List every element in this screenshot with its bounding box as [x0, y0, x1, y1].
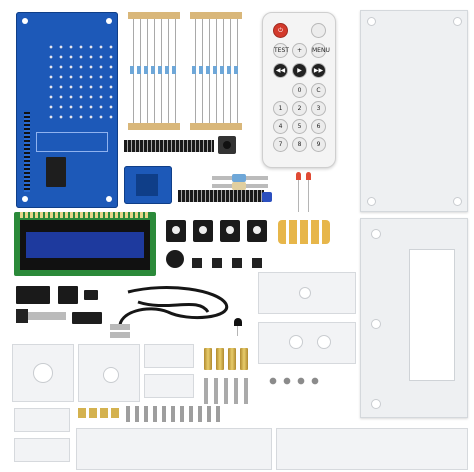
key-0: 0 [292, 83, 307, 98]
brass-standoff [228, 348, 236, 370]
brass-standoff [216, 348, 224, 370]
audio-jack [193, 220, 213, 242]
pcb-pads [46, 42, 116, 122]
acrylic-clip [14, 438, 70, 462]
resistor-bodies [192, 66, 240, 74]
pcb-corner-hole [22, 18, 28, 24]
acrylic-bottom-plate [76, 428, 272, 470]
pcb-chip [46, 157, 66, 187]
key-3: 3 [311, 101, 326, 116]
resistor-bodies [130, 66, 178, 74]
acrylic-speaker-part [78, 344, 140, 402]
ir-receiver [16, 309, 66, 323]
resistor-strip-left [128, 12, 180, 130]
key-5: 5 [292, 119, 307, 134]
menu-label-button: MENU [311, 43, 330, 58]
small-switch [232, 258, 242, 268]
potentiometer-icon [262, 192, 272, 202]
aux-cable [110, 286, 229, 338]
small-switch [252, 258, 262, 268]
plus-button: + [292, 43, 307, 58]
ic-socket [16, 286, 50, 304]
pcb-header-row [24, 112, 30, 192]
pcb-corner-hole [22, 196, 28, 202]
led-red [306, 172, 311, 212]
brass-nuts-row [78, 408, 122, 418]
pin-header [124, 140, 214, 152]
led-red [296, 172, 301, 212]
key-8: 8 [292, 137, 307, 152]
key-6: 6 [311, 119, 326, 134]
forward-icon: ▶▶ [311, 63, 326, 78]
pcb-corner-hole [106, 196, 112, 202]
lcd-window [409, 249, 455, 381]
ir-remote: ⏻ TEST + MENU ◀◀ ▶ ▶▶ 0 C 1 2 3 4 5 6 7 … [262, 12, 336, 168]
acrylic-top-bracket [258, 272, 356, 314]
single-resistor [212, 174, 268, 182]
key-4: 4 [273, 119, 288, 134]
key-c: C [311, 83, 326, 98]
push-button-icon [218, 136, 236, 154]
capacitors [278, 220, 330, 244]
key-9: 9 [311, 137, 326, 152]
audio-jack [220, 220, 240, 242]
audio-jack [166, 220, 186, 242]
ic-chip [72, 312, 102, 324]
key-2: 2 [292, 101, 307, 116]
menu-button [311, 23, 326, 38]
long-pin-header [178, 190, 264, 202]
main-pcb [16, 12, 118, 208]
audio-jack [247, 220, 267, 242]
pcb-lcd-outline [36, 132, 108, 152]
small-switch [192, 258, 202, 268]
acrylic-jack-panel [258, 322, 356, 364]
screws-row [126, 406, 220, 422]
acrylic-front-panel [360, 218, 468, 418]
power-button-icon: ⏻ [273, 23, 288, 38]
test-button: TEST [273, 43, 289, 58]
pcb-corner-hole [106, 18, 112, 24]
acrylic-clip [14, 408, 70, 432]
lcd-screen [26, 232, 144, 258]
small-pcb [124, 166, 172, 204]
single-resistor [212, 182, 268, 190]
screws [204, 378, 250, 404]
brass-standoff [240, 348, 248, 370]
acrylic-back-panel [360, 10, 468, 212]
lcd-module [14, 212, 156, 276]
key-7: 7 [273, 137, 288, 152]
small-switch [212, 258, 222, 268]
acrylic-bottom-plate [276, 428, 468, 470]
resistor-strip-right [190, 12, 242, 130]
key-1: 1 [273, 101, 288, 116]
acrylic-small-bracket [144, 344, 194, 368]
rewind-icon: ◀◀ [273, 63, 288, 78]
ic-socket [58, 286, 78, 304]
acrylic-small-bracket [144, 374, 194, 398]
transistor [234, 318, 242, 336]
nuts [266, 376, 322, 386]
brass-standoff [204, 348, 212, 370]
ic-chip [84, 290, 98, 300]
play-icon: ▶ [292, 63, 307, 78]
buzzer-icon [166, 250, 184, 268]
acrylic-square-part [12, 344, 74, 402]
